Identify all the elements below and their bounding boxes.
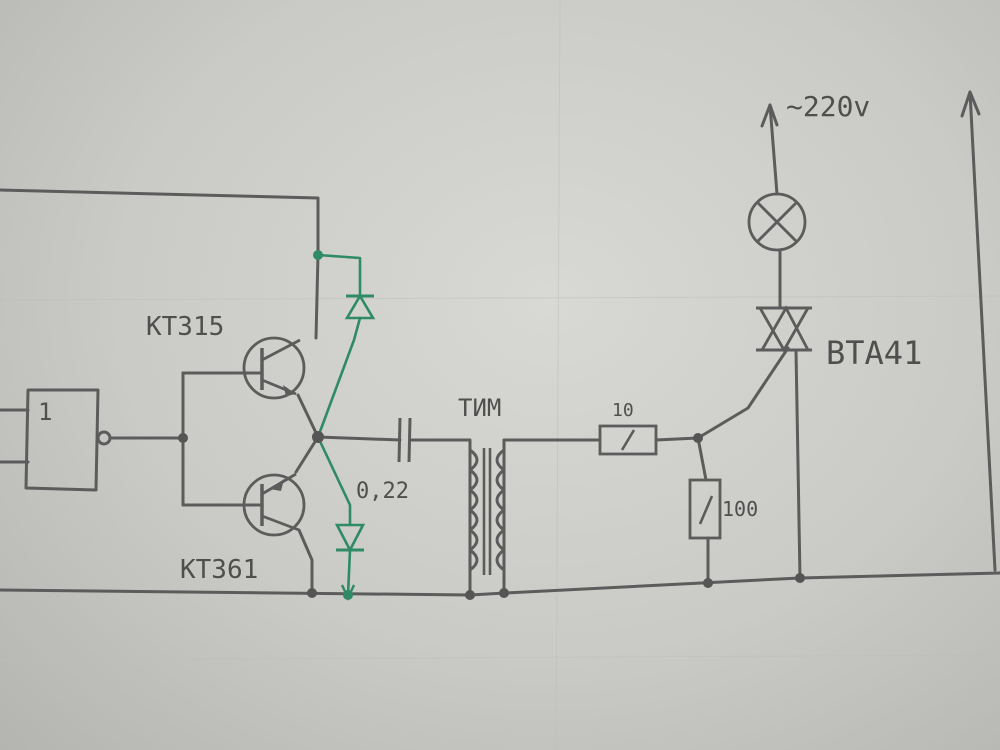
label-resistor-100: 100: [722, 497, 758, 521]
label-kt315: КТ315: [146, 312, 224, 342]
collector-kt361-wire: [297, 528, 314, 595]
kt315-body: [242, 336, 306, 400]
emitter-kt315-wire: [296, 393, 320, 439]
kt315-emitter-arrow: [283, 385, 296, 396]
resistor-10: [598, 424, 658, 456]
green-upper-wire: [316, 253, 362, 298]
green-lower-wire: [316, 435, 352, 527]
kt361-emitter-arrow: [270, 479, 284, 491]
transistor-kt361: [242, 472, 306, 537]
junction-to-cap-wire: [316, 435, 402, 442]
label-resistor-10: 10: [612, 400, 634, 421]
right-rail-wire: [968, 90, 997, 572]
resistor-100: [688, 478, 722, 540]
top-rail-wire: [0, 188, 320, 257]
diode-lower: [334, 523, 366, 553]
labels: КТ315 КТ361 BTA41 ~220v 0,22 ТИМ 10 100: [146, 90, 922, 585]
lamp: [747, 192, 807, 252]
capacitor: [397, 417, 412, 463]
triac-gate-wire: [696, 346, 790, 440]
cap-to-primary-wire: [408, 438, 472, 597]
secondary-wire: [502, 438, 602, 595]
node-to-r100-wire: [696, 436, 708, 482]
right-rail-arrow: [960, 90, 981, 118]
primary-winding: [468, 448, 479, 572]
label-kt361: КТ361: [180, 555, 258, 585]
label-bta41: BTA41: [826, 334, 922, 372]
transistor-kt315: [242, 336, 306, 400]
label-supply: ~220v: [786, 90, 870, 123]
r10-to-node-wire: [654, 436, 700, 442]
logic-gate-body: [24, 388, 100, 492]
logic-gate: 1: [24, 388, 112, 492]
gate-label: 1: [38, 398, 52, 426]
green-lower-ground-wire: [346, 548, 352, 597]
emitter-kt361-wire: [294, 435, 320, 474]
inverter-bubble: [96, 430, 112, 446]
kt361-body: [242, 473, 306, 537]
secondary-winding: [495, 448, 506, 572]
label-capacitor: 0,22: [356, 479, 409, 504]
triac-to-ground-wire: [794, 348, 802, 580]
green-diodes: [316, 253, 376, 601]
triac: [756, 305, 812, 353]
green-diagonal-wire: [316, 316, 362, 439]
label-transformer: ТИМ: [458, 394, 501, 422]
collector-kt315-wire: [314, 253, 320, 340]
diode-upper: [344, 293, 376, 320]
lamp-to-supply-wire: [768, 103, 779, 196]
junction-dots: [178, 250, 805, 600]
pulse-transformer: [468, 448, 506, 575]
supply-arrow: [760, 103, 779, 128]
